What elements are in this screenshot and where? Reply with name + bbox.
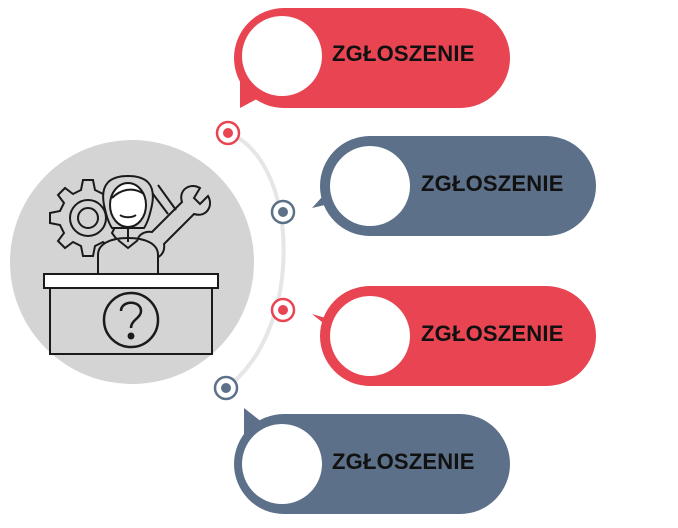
marker-4 [213, 375, 239, 401]
callout-label-3: ZGŁOSZENIE [421, 321, 564, 346]
callout-bubble-3 [312, 286, 596, 386]
question-mark-icon [102, 291, 160, 349]
callout-bubble-1 [234, 8, 510, 108]
gear-icon [49, 179, 127, 257]
arc-markers [213, 120, 296, 401]
marker-3 [270, 297, 296, 323]
marker-2 [270, 199, 296, 225]
callout-label-4: ZGŁOSZENIE [332, 449, 475, 474]
bubble-icon-placeholder [330, 296, 410, 376]
callout-bubble-2 [312, 136, 596, 236]
desk [43, 273, 219, 355]
support-illustration [10, 140, 254, 384]
person-icon [97, 174, 159, 276]
bubble-icon-placeholder [330, 146, 410, 226]
bubble-icon-placeholder [242, 424, 322, 504]
bubble-icon-placeholder [242, 16, 322, 96]
callout-label-2: ZGŁOSZENIE [421, 171, 564, 196]
marker-1 [215, 120, 241, 146]
connector-arc [224, 131, 286, 390]
callout-label-1: ZGŁOSZENIE [332, 41, 475, 66]
callout-bubble-4 [234, 408, 510, 514]
